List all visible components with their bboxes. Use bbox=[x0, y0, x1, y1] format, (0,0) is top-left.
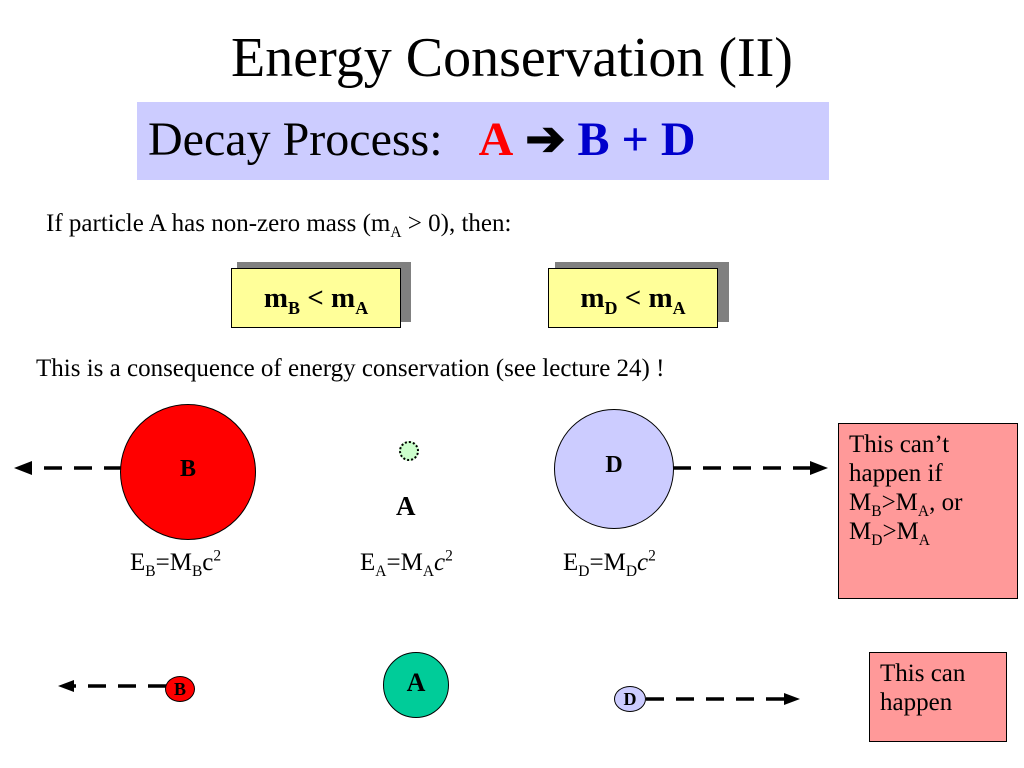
slide-title: Energy Conservation (II) bbox=[231, 27, 793, 89]
decay-parent: A bbox=[478, 113, 514, 166]
energy-d-formula: ED=MDc2 bbox=[563, 547, 656, 580]
decay-arrow-icon: ➔ bbox=[525, 113, 566, 166]
decay-label: Decay Process: bbox=[148, 113, 443, 166]
energy-a-formula: EA=MAc2 bbox=[360, 547, 453, 580]
arrowhead-right-icon bbox=[810, 461, 828, 475]
particle-b-large: B bbox=[120, 404, 256, 540]
consequence-text: This is a consequence of energy conserva… bbox=[36, 355, 665, 382]
inequality-mb-box: mB < mA bbox=[231, 268, 401, 328]
decay-products: B + D bbox=[577, 113, 696, 166]
particle-d-large: D bbox=[554, 409, 674, 529]
can-happen-note: This can happen bbox=[869, 652, 1007, 742]
arrowhead-right-icon bbox=[784, 693, 800, 705]
arrowhead-left-icon bbox=[58, 680, 74, 692]
decay-process-text: Decay Process: A ➔ B + D bbox=[148, 110, 695, 170]
inequality-md-box: mD < mA bbox=[548, 268, 718, 328]
particle-a-small bbox=[399, 441, 419, 461]
particle-d-small: D bbox=[614, 686, 646, 712]
particle-a-large: A bbox=[383, 652, 449, 718]
arrowhead-left-icon bbox=[14, 461, 32, 475]
particle-b-small: B bbox=[165, 676, 195, 702]
decay-banner bbox=[137, 102, 829, 180]
intro-text: If particle A has non-zero mass (mA > 0)… bbox=[46, 210, 512, 241]
cannot-happen-note: This can’t happen if MB>MA, or MD>MA bbox=[838, 423, 1018, 599]
energy-b-formula: EB=MBc2 bbox=[130, 547, 222, 580]
particle-a-label: A bbox=[396, 491, 416, 521]
